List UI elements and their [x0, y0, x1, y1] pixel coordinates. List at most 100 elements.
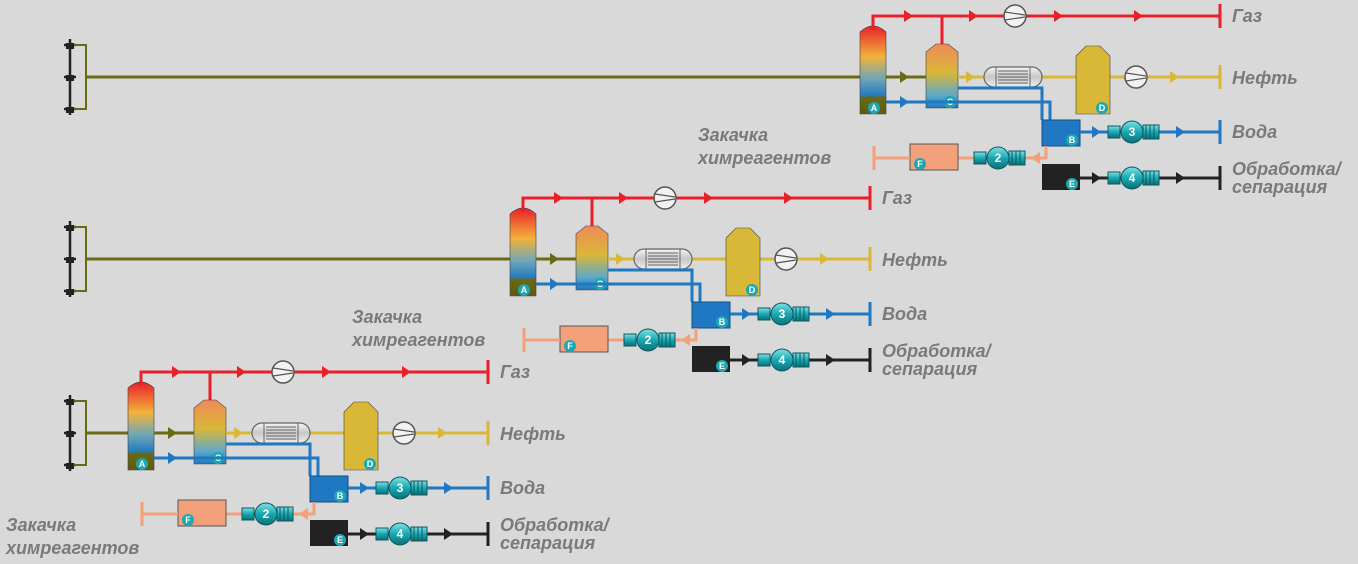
water-flow-arrow [1176, 126, 1185, 138]
oil-outlet-label: Нефть [882, 250, 948, 270]
wellhead-valve [66, 225, 74, 231]
wellhead-valve [66, 431, 74, 437]
water-flow-arrow [1092, 126, 1101, 138]
wellhead-icon [64, 39, 87, 115]
vessel-tag-d [746, 284, 758, 296]
water-flow-arrow [742, 308, 751, 320]
chemical-flow-arrow [299, 508, 308, 520]
compressor-icon [653, 186, 677, 210]
compressor-blade [654, 193, 676, 203]
treatment-flow-arrow [444, 528, 453, 540]
water-flow-arrow [550, 278, 559, 290]
water-pipe-a-b [886, 100, 1052, 120]
pump-number: 2 [645, 333, 652, 347]
pump-inlet [375, 481, 389, 495]
gas-header-pipe [871, 14, 1220, 30]
chemical-flow-arrow [1031, 152, 1040, 164]
pump-number: 2 [263, 507, 270, 521]
vessel-tag-f [182, 514, 194, 526]
pump-inlet [757, 353, 771, 367]
vessel-d [1075, 45, 1111, 115]
vessel-c [575, 225, 609, 291]
oil-outlet-label: Нефть [500, 424, 566, 444]
chemical-flow-arrow [681, 334, 690, 346]
gas-outlet-label: Газ [1232, 6, 1262, 26]
vessel-tag-b [1066, 134, 1078, 146]
vessel-tag-a [518, 284, 530, 296]
treatment-flow-arrow [826, 354, 835, 366]
water-flow-arrow [444, 482, 453, 494]
gas-outlet-label: Газ [882, 188, 912, 208]
pump-motor [792, 352, 810, 368]
vessel-a [509, 207, 537, 297]
oil-outlet-label: Нефть [1232, 68, 1298, 88]
vessel-tag-label: E [337, 535, 343, 545]
vessel-tag-label: F [567, 341, 573, 351]
pump-number: 4 [1129, 171, 1136, 185]
pump-number: 4 [779, 353, 786, 367]
compressor-blade [1125, 72, 1147, 82]
pump-inlet [1107, 125, 1121, 139]
oil-flow-arrow [438, 427, 447, 439]
oil-flow-arrow [1170, 71, 1179, 83]
oil-flow-arrow [234, 427, 243, 439]
pump-number: 4 [397, 527, 404, 541]
water-pipe-c-b [958, 86, 1044, 120]
water-pipe-c-b [226, 442, 312, 476]
vessel-tag-label: A [871, 103, 878, 113]
treatment-flow-arrow [1176, 172, 1185, 184]
treatment-label-line2: сепарация [1232, 177, 1328, 197]
compressor-icon [1003, 4, 1027, 28]
water-outlet-label: Вода [500, 478, 545, 498]
vessel-tag-f [564, 340, 576, 352]
oil-flow-arrow [616, 253, 625, 265]
vessel-tag-d [1096, 102, 1108, 114]
gas-flow-arrow [237, 366, 246, 378]
treatment-label-line1: Обработка/ [1232, 159, 1343, 179]
compressor-blade [272, 367, 294, 377]
vessel-tag-label: E [1069, 179, 1075, 189]
compressor-icon [1124, 65, 1148, 89]
pump-motor [1142, 124, 1160, 140]
pump-motor [276, 506, 294, 522]
injection-label-line1: Закачка [352, 307, 422, 327]
water-pipe-a-b [154, 456, 320, 476]
pump-inlet [375, 527, 389, 541]
vessel-tag-e [1066, 178, 1078, 190]
oil-flow-arrow [550, 253, 559, 265]
injection-label-line1: Закачка [698, 125, 768, 145]
vessel-tag-d [364, 458, 376, 470]
injection-label-line2: химреагентов [5, 538, 139, 558]
treatment-label-line2: сепарация [500, 533, 596, 553]
pump-number: 3 [397, 481, 404, 495]
vessel-c [193, 399, 227, 465]
pump-number: 3 [779, 307, 786, 321]
compressor-blade [1004, 11, 1026, 21]
vessel-tag-e [334, 534, 346, 546]
vessel-tag-label: B [337, 491, 344, 501]
pump-inlet [623, 333, 637, 347]
treatment-label-line1: Обработка/ [882, 341, 993, 361]
vessel-a [127, 381, 155, 471]
injection-label-line2: химреагентов [697, 148, 831, 168]
vessel-tag-f [914, 158, 926, 170]
vessel-tag-label: E [719, 361, 725, 371]
gas-header-pipe [139, 370, 488, 386]
treatment-flow-arrow [742, 354, 751, 366]
vessel-c [925, 43, 959, 109]
water-flow-arrow [360, 482, 369, 494]
treatment-flow-arrow [1092, 172, 1101, 184]
oil-flow-arrow [820, 253, 829, 265]
gas-flow-arrow [784, 192, 793, 204]
gas-flow-arrow [1054, 10, 1063, 22]
oil-flow-arrow [966, 71, 975, 83]
pump-motor [410, 480, 428, 496]
wellhead-valve [66, 43, 74, 49]
pump-motor [658, 332, 676, 348]
wellhead-valve [66, 257, 74, 263]
